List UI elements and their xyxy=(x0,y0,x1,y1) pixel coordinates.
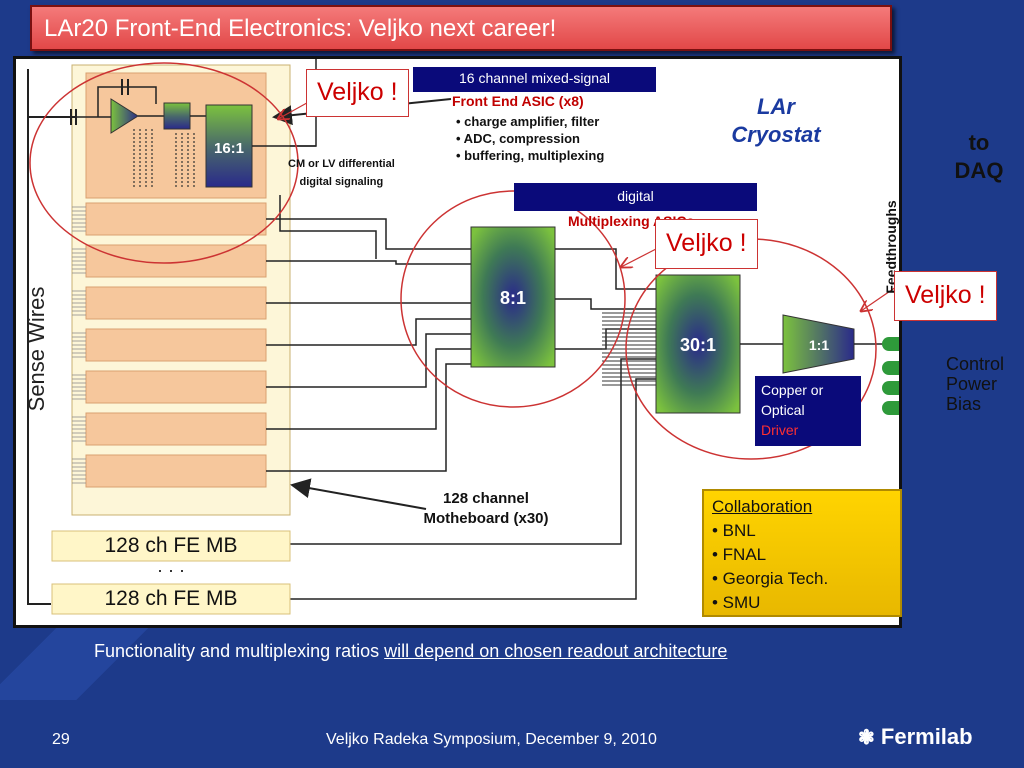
diagram-panel: Sense Wires 16:1 xyxy=(13,56,1004,628)
asic-bullet: • buffering, multiplexing xyxy=(456,148,605,163)
cryostat-line-2: Cryostat xyxy=(731,122,821,147)
driver-line-3: Driver xyxy=(761,422,799,438)
collab-member: • Georgia Tech. xyxy=(712,569,829,588)
feedthrough-labels: Control Power Bias xyxy=(946,354,1004,414)
caption: Functionality and multiplexing ratios wi… xyxy=(94,641,727,662)
control-label: Control xyxy=(946,354,1005,374)
asic-header: 16 channel mixed-signal xyxy=(459,70,610,86)
collab-member: • BNL xyxy=(712,521,756,540)
fe-asic-slot xyxy=(85,328,267,362)
asic-title: Front End ASIC (x8) xyxy=(452,93,584,109)
caption-plain: Functionality and multiplexing ratios xyxy=(94,641,385,661)
fe-mb-bar-1 xyxy=(51,530,291,562)
footer-text: Veljko Radeka Symposium, December 9, 201… xyxy=(326,731,657,748)
veljko-callout-1: Veljko ! xyxy=(306,69,409,117)
fe-mb-label-1: 128 ch FE MB xyxy=(104,534,238,557)
digital-header: digital xyxy=(617,188,654,204)
collab-member: • SMU xyxy=(712,593,761,612)
asic-input-traces xyxy=(133,129,195,187)
cryostat-label: LAr Cryostat xyxy=(716,93,836,149)
mux1-label: 1:1 xyxy=(809,337,829,353)
title-bar: LAr20 Front-End Electronics: Veljko next… xyxy=(30,5,892,51)
signaling-line-1: CM or LV differential xyxy=(288,158,395,170)
motherboard-arrow xyxy=(290,478,427,510)
mux8-to-mux30-wires xyxy=(290,248,656,600)
readout-diagram: Sense Wires 16:1 xyxy=(24,59,993,625)
motherboard-line-2: Motheboard (x30) xyxy=(423,510,549,527)
highlight-circle-asic xyxy=(29,62,299,264)
asic-bullet: • charge amplifier, filter xyxy=(456,114,600,129)
fe-asic-slot xyxy=(85,202,267,236)
fe-asic-slot xyxy=(85,286,267,320)
shaper-block xyxy=(163,102,191,130)
mux8-label: 8:1 xyxy=(500,288,526,308)
fermilab-icon: ❃ xyxy=(858,727,875,749)
daq-line-2: DAQ xyxy=(954,158,1004,183)
asic-header-box: 16 channel mixed-signal xyxy=(413,67,656,92)
digital-header-box: digital xyxy=(514,183,757,211)
callout-pointer xyxy=(861,286,897,311)
mux30-label: 30:1 xyxy=(680,335,716,355)
driver-line-1: Copper or xyxy=(761,382,824,398)
ground-wire-left xyxy=(27,69,51,605)
fe-asic-slot xyxy=(85,370,267,404)
asic-bullets: • charge amplifier, filter • ADC, compre… xyxy=(456,113,604,164)
mux16-chip xyxy=(205,104,253,188)
slide-title: LAr20 Front-End Electronics: Veljko next… xyxy=(44,15,557,42)
fe-asic-slot xyxy=(85,454,267,488)
collaboration-title: Collaboration xyxy=(712,497,813,516)
veljko-callout-2: Veljko ! xyxy=(655,219,758,269)
fe-asic-rows xyxy=(85,202,267,488)
daq-line-1: to xyxy=(968,130,990,155)
driver-trapezoid xyxy=(782,314,855,374)
page-number: 29 xyxy=(52,731,70,748)
fe-mb-bar-2 xyxy=(51,583,291,615)
fermilab-logo-text: Fermilab xyxy=(880,724,973,749)
feedthrough-connectors xyxy=(882,337,920,415)
caption-underlined: will depend on chosen readout architectu… xyxy=(384,641,728,661)
sense-wires-label: Sense Wires xyxy=(24,287,49,412)
row-to-mux8-wires xyxy=(266,59,471,472)
signaling-line-2: digital signaling xyxy=(299,176,384,188)
motherboard-label: 128 channel Motheboard (x30) xyxy=(406,489,566,529)
highlight-circle-mux8 xyxy=(400,190,626,408)
mux16-label: 16:1 xyxy=(214,140,244,157)
driver-line-2: Optical xyxy=(761,402,805,418)
sense-wire-combs xyxy=(72,206,86,484)
veljko-callout-3: Veljko ! xyxy=(894,271,997,321)
cryostat-line-1: LAr xyxy=(757,94,795,119)
collaboration-box: Collaboration • BNL • FNAL • Georgia Tec… xyxy=(702,489,902,617)
power-label: Power xyxy=(946,374,998,394)
collab-member: • FNAL xyxy=(712,545,767,564)
mux30-chip xyxy=(655,274,741,414)
motherboard-line-1: 128 channel xyxy=(443,490,529,507)
driver-box: Copper or Optical Driver xyxy=(755,376,861,446)
bias-label: Bias xyxy=(946,394,982,414)
callout-pointer xyxy=(621,248,657,267)
mux8-chip xyxy=(470,226,556,368)
fermilab-logo: ❃ Fermilab xyxy=(858,724,973,750)
fe-mb-label-2: 128 ch FE MB xyxy=(104,587,238,610)
asic-bullet: • ADC, compression xyxy=(456,131,580,146)
signaling-label: CM or LV differential digital signaling xyxy=(288,155,395,191)
fe-asic-slot xyxy=(85,244,267,278)
preamp-triangle xyxy=(110,98,139,134)
daq-label: to DAQ xyxy=(934,129,1024,185)
fe-mb-dots: · · · xyxy=(157,560,185,580)
fe-asic-slot xyxy=(85,412,267,446)
